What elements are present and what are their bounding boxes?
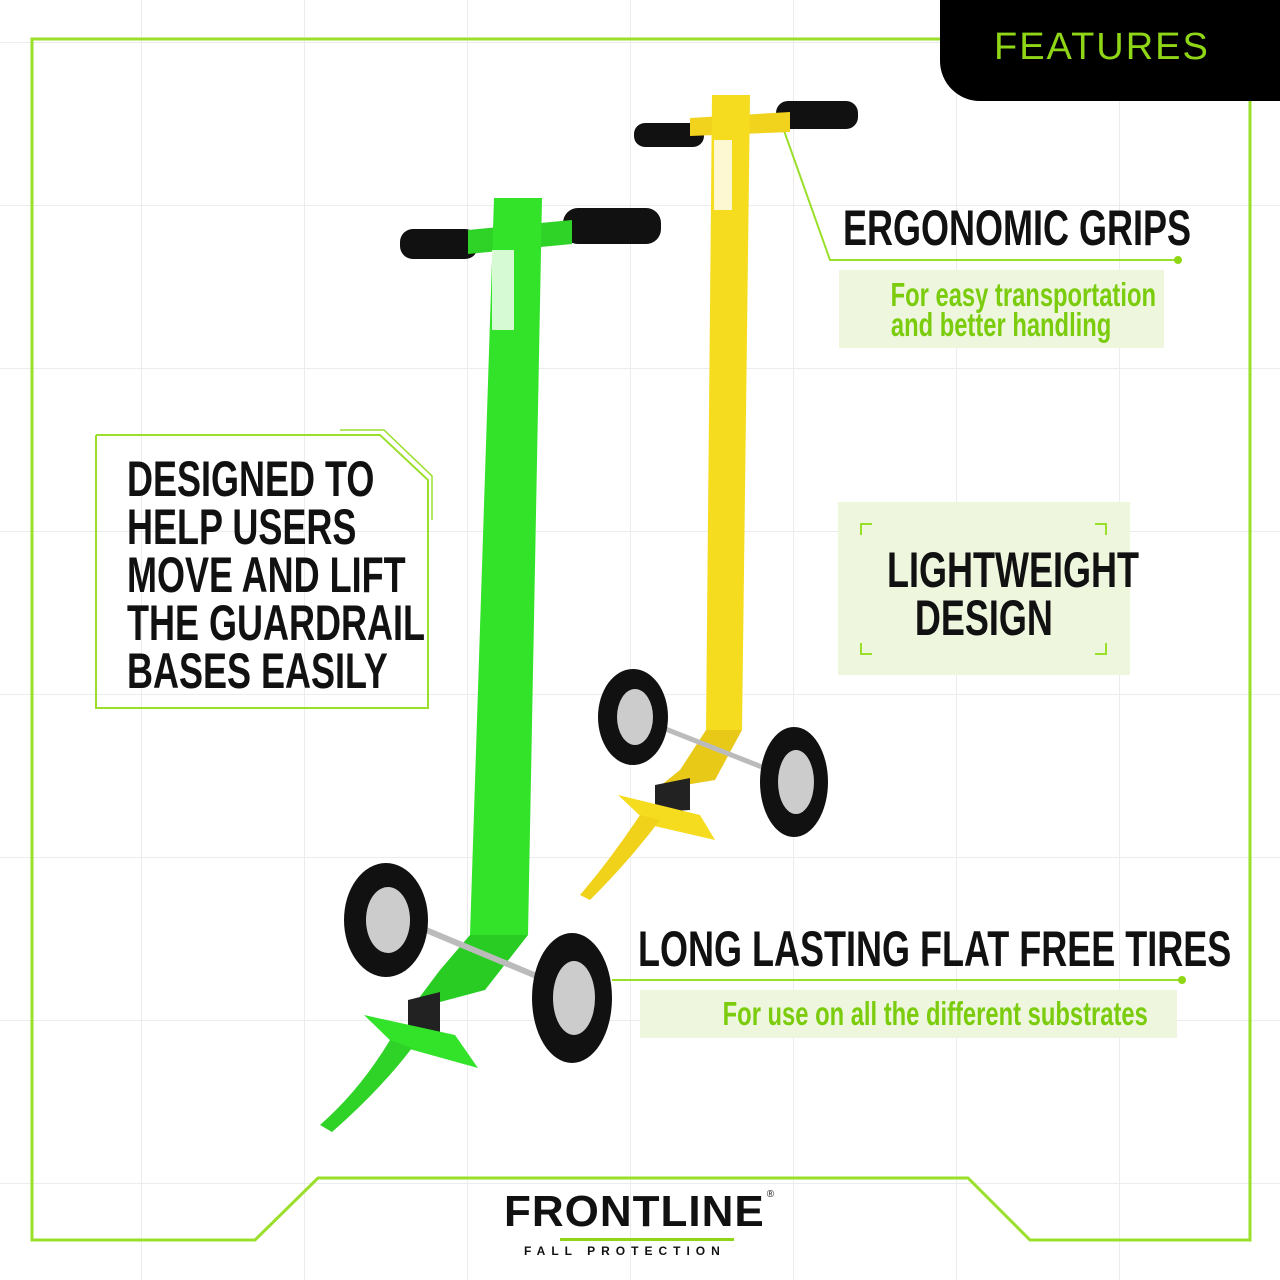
logo-brand: FRONTLINE xyxy=(504,1187,765,1236)
logo-underline xyxy=(560,1238,734,1241)
grips-subtitle: For easy transportation and better handl… xyxy=(839,270,1164,348)
yellow-cart xyxy=(580,95,858,900)
logo-registered-mark: ® xyxy=(766,1189,775,1200)
designed-text: DESIGNED TO HELP USERS MOVE AND LIFT THE… xyxy=(127,451,425,699)
logo-tagline: FALL PROTECTION xyxy=(524,1244,726,1258)
logo-brand-row: FRONTLINE® xyxy=(504,1190,774,1234)
features-tab: FEATURES xyxy=(940,0,1280,101)
green-cart xyxy=(320,198,661,1132)
tires-subtitle: For use on all the different substrates xyxy=(640,990,1177,1038)
tires-title: LONG LASTING FLAT FREE TIRES xyxy=(638,921,1232,977)
features-tab-label: FEATURES xyxy=(994,26,1210,68)
grips-title: ERGONOMIC GRIPS xyxy=(843,200,1192,256)
frontline-logo: FRONTLINE® FALL PROTECTION xyxy=(504,1190,784,1262)
lightweight-label: LIGHTWEIGHT DESIGN xyxy=(886,542,1139,646)
